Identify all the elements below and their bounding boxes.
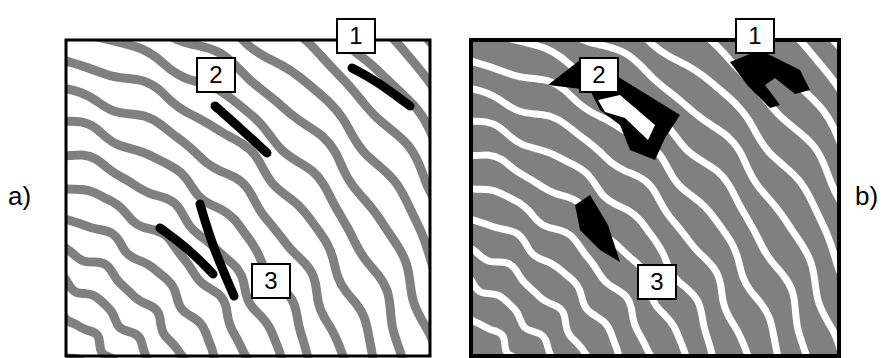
ridge-panel <box>66 40 430 358</box>
callout-number: 1 <box>748 24 761 48</box>
ridge-line <box>66 105 328 358</box>
ridge-line <box>471 49 795 358</box>
minutia-mark <box>575 195 620 262</box>
panel-label: a) <box>8 183 31 209</box>
valley-mark <box>598 95 655 140</box>
ridge-line <box>471 40 839 358</box>
panel-frame <box>471 40 839 356</box>
ridge-line <box>66 40 430 358</box>
ridge-line <box>66 40 430 358</box>
ridge-line <box>66 40 430 358</box>
ridge-panel <box>471 40 839 358</box>
ridge-line <box>471 40 839 358</box>
ridge-line <box>66 40 430 358</box>
ridge-line <box>66 196 240 358</box>
callout-number: 1 <box>349 24 362 48</box>
ridge-line <box>66 40 430 358</box>
callout-box: 1 <box>735 18 775 54</box>
callout-box: 2 <box>196 57 236 93</box>
ridge-line <box>471 40 839 358</box>
ridge-line <box>471 40 839 358</box>
callout-number: 3 <box>650 270 663 294</box>
ridge-line <box>471 40 839 358</box>
ridge-line <box>471 40 839 358</box>
panel-frame <box>66 40 430 356</box>
ridge-line <box>471 40 839 358</box>
ridge-line <box>471 228 614 358</box>
minutia-mark <box>160 228 213 274</box>
ridge-line <box>471 105 733 358</box>
minutia-mark <box>352 68 410 106</box>
panel-label: b) <box>855 183 878 209</box>
ridge-line <box>471 196 645 358</box>
ridge-line <box>66 40 430 358</box>
ridge-line <box>471 40 839 358</box>
callout-number: 2 <box>592 63 605 87</box>
minutia-mark <box>200 204 234 296</box>
callout-number: 3 <box>264 269 277 293</box>
ridge-line <box>66 40 430 358</box>
callout-box: 3 <box>637 264 677 300</box>
ridge-line <box>66 76 359 358</box>
callout-box: 1 <box>336 18 376 54</box>
ridge-line <box>66 40 430 358</box>
callout-box: 2 <box>579 57 619 93</box>
ridge-line <box>471 40 839 358</box>
ridge-line <box>66 40 430 358</box>
callout-box: 3 <box>251 263 291 299</box>
minutia-mark <box>730 50 810 108</box>
ridge-line <box>471 40 839 358</box>
callout-number: 2 <box>209 63 222 87</box>
minutia-mark <box>215 106 267 153</box>
ridge-line <box>66 40 430 358</box>
